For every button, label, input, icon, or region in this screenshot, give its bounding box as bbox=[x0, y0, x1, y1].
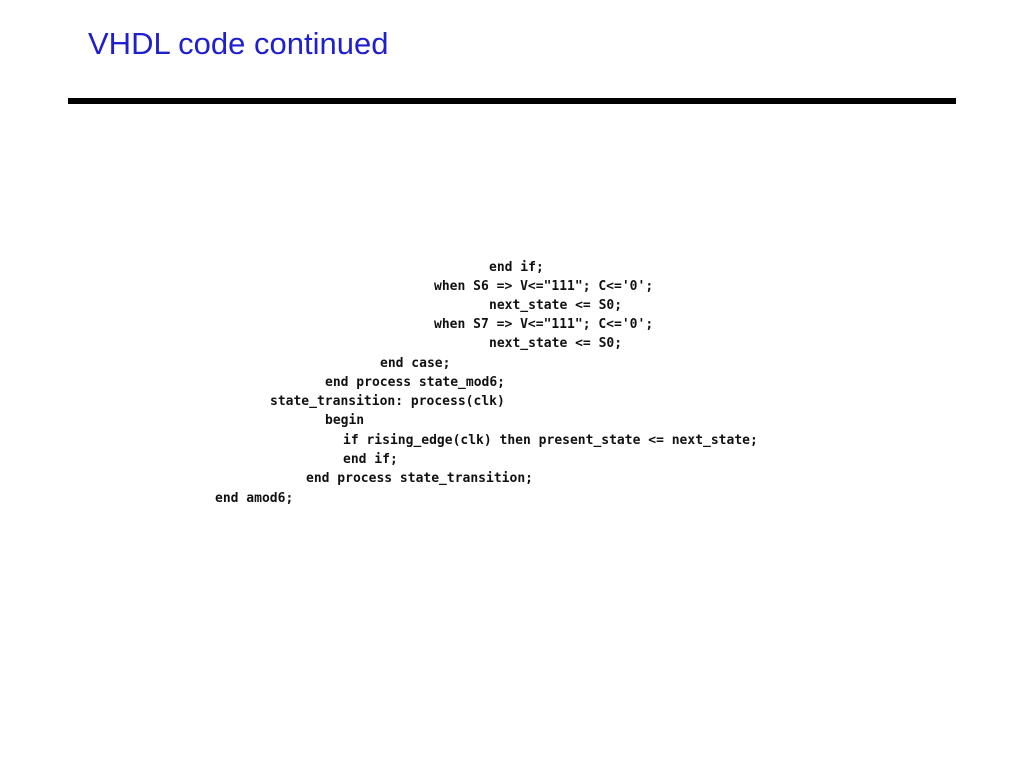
title-divider bbox=[68, 98, 956, 104]
code-block: end if; when S6 => V<="111"; C<='0'; nex… bbox=[0, 258, 1024, 518]
code-line: end process state_mod6; bbox=[325, 375, 506, 390]
code-line: end if; bbox=[343, 452, 398, 467]
code-line: state_transition: process(clk) bbox=[270, 394, 505, 409]
code-line: begin bbox=[325, 413, 365, 428]
code-line: next_state <= S0; bbox=[489, 336, 623, 351]
slide-title: VHDL code continued bbox=[88, 26, 389, 61]
code-line: next_state <= S0; bbox=[489, 298, 623, 313]
code-line: end case; bbox=[380, 356, 451, 371]
code-line: when S6 => V<="111"; C<='0'; bbox=[434, 279, 654, 294]
code-line: end process state_transition; bbox=[306, 471, 533, 486]
code-line: when S7 => V<="111"; C<='0'; bbox=[434, 317, 654, 332]
code-line: if rising_edge(clk) then present_state <… bbox=[343, 433, 758, 448]
code-line: end amod6; bbox=[215, 491, 294, 506]
code-line: end if; bbox=[489, 260, 544, 275]
